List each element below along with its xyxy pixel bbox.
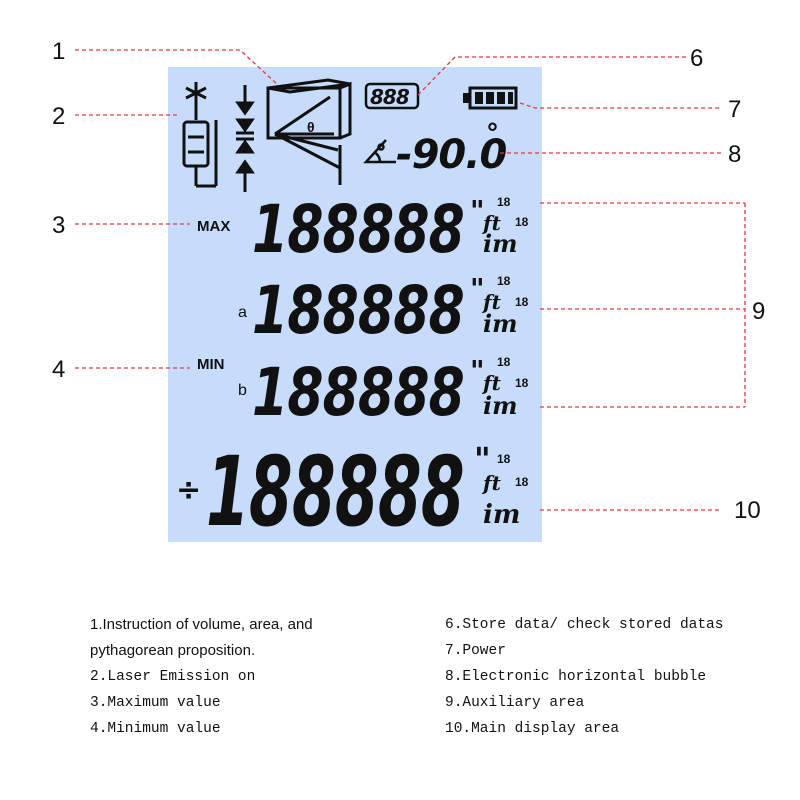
callout-1: 1 [52,38,65,65]
callout-4: 4 [52,356,65,383]
legend-item-7: 7.Power [445,643,506,659]
lcd-panel [168,67,542,542]
main-m: im [483,500,520,530]
measurement-mode-icon [266,78,352,185]
row-max-digits: 188888 [252,191,464,268]
callout-3: 3 [52,212,65,239]
main-inch: " [474,440,490,478]
callout-10: 10 [734,497,761,524]
legend-item-1-line1: 1.Instruction of volume, area, and [90,616,313,633]
row-b-inch: " [470,354,484,387]
row-a-digits: 188888 [252,272,464,349]
callout-7: 7 [728,96,741,123]
row-b-ft: ft [481,371,502,395]
row-b-digits: 188888 [252,354,464,431]
main-sign: ÷ [176,473,200,508]
store-data-digits: 888 [370,85,410,109]
callout-8: 8 [728,141,741,168]
legend-item-9: 9.Auxiliary area [445,695,585,711]
legend-item-6: 6.Store data/ check stored datas [445,617,724,633]
main-frac-top: 18 [497,452,511,466]
angle-value: -90.0 [396,132,506,178]
legend-right: 6.Store data/ check stored datas 7.Power… [445,612,785,742]
legend-item-2: 2.Laser Emission on [90,669,256,685]
angle-icon [363,139,396,164]
leader-lines [75,49,746,511]
row-max-frac-top: 18 [497,195,511,209]
angle-degree: ° [486,119,498,149]
row-b-m: im [483,391,518,420]
callout-9: 9 [752,298,765,325]
row-b-frac-top: 18 [497,355,511,369]
row-a-frac-top: 18 [497,274,511,288]
main-ft: ft [481,471,502,495]
main-digits: 188888 [206,436,464,548]
reference-arrows-icon [235,85,255,192]
laser-emission-icon [182,82,218,188]
legend-item-3: 3.Maximum value [90,695,221,711]
row-max-m: im [483,229,518,258]
row-a-label: a [238,304,247,321]
row-a-inch: " [470,272,484,305]
row-max-frac-bottom: 18 [515,215,529,229]
row-a-ft: ft [481,290,502,314]
row-max-ft: ft [481,211,502,235]
legend-item-8: 8.Electronic horizontal bubble [445,669,707,685]
max-label: MAX [197,218,230,235]
main-frac-bottom: 18 [515,475,529,489]
legend-item-10: 10.Main display area [445,721,620,737]
row-a-frac-bottom: 18 [515,295,529,309]
row-max-inch: " [470,194,484,227]
row-a-m: im [483,309,518,338]
store-data-box [364,82,420,110]
callout-6: 6 [690,45,703,72]
callout-2: 2 [52,103,65,130]
row-b-label: b [238,382,247,399]
legend-left: 1.Instruction of volume, area, and pytha… [90,612,420,742]
battery-icon [463,86,518,110]
row-b-frac-bottom: 18 [515,376,529,390]
legend-item-1-line2: pythagorean proposition. [90,642,256,659]
theta-symbol: θ [307,119,315,135]
legend-item-4: 4.Minimum value [90,721,221,737]
min-label: MIN [197,356,225,373]
